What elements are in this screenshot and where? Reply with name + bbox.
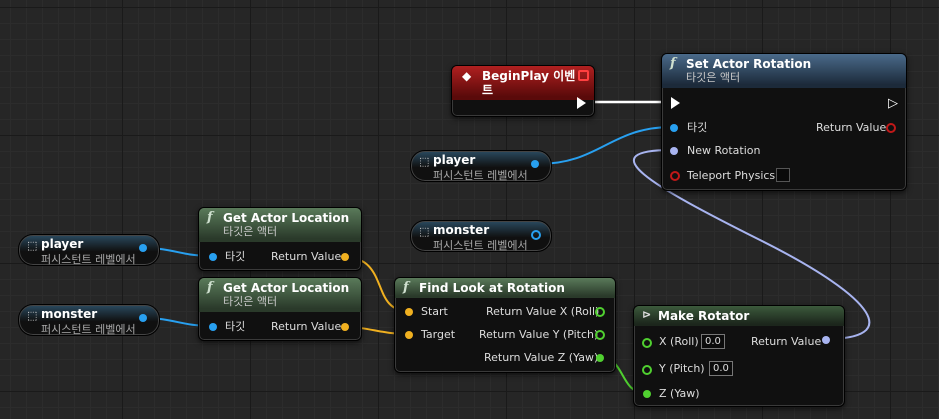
player-var-out-pin[interactable] — [531, 160, 539, 168]
set-rotation-return-label: Return Value — [816, 121, 887, 134]
get-location-2-subtitle: 타깃은 액터 — [223, 295, 278, 308]
make-rotator-z-label: Z (Yaw) — [659, 387, 700, 400]
set-rotation-new-rotation-pin[interactable] — [670, 147, 678, 155]
find-look-header: f Find Look at Rotation — [395, 278, 615, 298]
begin-play-exec-out[interactable] — [577, 97, 586, 109]
find-look-start-label: Start — [421, 305, 448, 318]
get-location-2-return-label: Return Value — [271, 320, 342, 333]
make-rotator-x-label: X (Roll) — [659, 335, 699, 348]
set-rotation-exec-in[interactable] — [671, 97, 680, 109]
find-look-ret-z-label: Return Value Z (Yaw) — [484, 351, 599, 364]
get-actor-location-node-1[interactable]: f Get Actor Location 타깃은 액터 타깃 Return Va… — [198, 207, 362, 271]
get-location-2-header: f Get Actor Location 타깃은 액터 — [199, 278, 361, 312]
get-location-1-return-pin[interactable] — [341, 253, 349, 261]
player-variable-node-2[interactable]: ⬚ player 퍼시스턴트 레벨에서 — [18, 234, 160, 266]
get-location-1-target-pin[interactable] — [209, 253, 217, 261]
make-rotator-title: Make Rotator — [658, 309, 750, 323]
get-actor-location-node-2[interactable]: f Get Actor Location 타깃은 액터 타깃 Return Va… — [198, 277, 362, 341]
make-rotator-ret-pin[interactable] — [822, 336, 830, 344]
begin-play-title: BeginPlay 이벤트 — [482, 69, 576, 97]
get-location-1-return-label: Return Value — [271, 250, 342, 263]
begin-play-header: ◆ BeginPlay 이벤트 — [452, 66, 594, 100]
monster-variable-node[interactable]: ⬚ monster 퍼시스턴트 레벨에서 — [410, 220, 552, 252]
player-var-sub: 퍼시스턴트 레벨에서 — [433, 169, 528, 182]
set-rotation-teleport-label: Teleport Physics — [687, 169, 776, 182]
make-rotator-node[interactable]: ⊳ Make Rotator X (Roll) 0.0 Return Value… — [633, 305, 845, 407]
set-actor-rotation-node[interactable]: f Set Actor Rotation 타깃은 액터 ▷ 타깃 Return … — [661, 53, 907, 191]
set-rotation-target-pin[interactable] — [670, 124, 678, 132]
set-actor-rotation-title: Set Actor Rotation — [686, 57, 812, 71]
player-var2-sub: 퍼시스턴트 레벨에서 — [41, 253, 136, 266]
get-location-1-title: Get Actor Location — [223, 211, 350, 225]
make-rotator-y-pin[interactable] — [642, 365, 652, 375]
make-rotator-y-input[interactable]: 0.0 — [709, 361, 733, 376]
set-actor-rotation-header: f Set Actor Rotation 타깃은 액터 — [662, 54, 906, 88]
make-rotator-ret-label: Return Value — [751, 335, 822, 348]
player-var2-name: player — [41, 237, 84, 251]
set-actor-rotation-subtitle: 타깃은 액터 — [686, 71, 741, 84]
monster-var-out-pin[interactable] — [531, 230, 541, 240]
get-location-2-title: Get Actor Location — [223, 281, 350, 295]
find-look-ret-y-pin[interactable] — [595, 330, 605, 340]
set-rotation-new-rotation-label: New Rotation — [687, 144, 761, 157]
find-look-start-pin[interactable] — [405, 308, 413, 316]
make-rotator-y-label: Y (Pitch) — [659, 362, 705, 375]
teleport-physics-checkbox[interactable] — [776, 168, 790, 182]
monster-var2-out-pin[interactable] — [139, 314, 147, 322]
player-var2-out-pin[interactable] — [139, 244, 147, 252]
function-icon: f — [207, 210, 213, 225]
player-var-name: player — [433, 153, 476, 167]
monster-var-sub: 퍼시스턴트 레벨에서 — [433, 239, 528, 252]
actor-cube-icon: ⬚ — [27, 239, 38, 252]
actor-cube-icon: ⬚ — [419, 225, 430, 238]
monster-var2-sub: 퍼시스턴트 레벨에서 — [41, 323, 136, 336]
get-location-2-return-pin[interactable] — [341, 323, 349, 331]
get-location-1-header: f Get Actor Location 타깃은 액터 — [199, 208, 361, 242]
monster-var2-name: monster — [41, 307, 98, 321]
event-diamond-icon: ◆ — [462, 69, 472, 83]
get-location-2-target-label: 타깃 — [225, 320, 246, 333]
monster-variable-node-2[interactable]: ⬚ monster 퍼시스턴트 레벨에서 — [18, 304, 160, 336]
make-struct-icon: ⊳ — [642, 308, 652, 321]
find-look-title: Find Look at Rotation — [419, 281, 565, 295]
make-rotator-x-pin[interactable] — [642, 338, 652, 348]
get-location-2-target-pin[interactable] — [209, 323, 217, 331]
monster-var-name: monster — [433, 223, 490, 237]
find-look-ret-x-label: Return Value X (Roll) — [486, 305, 600, 318]
function-icon: f — [670, 56, 676, 71]
actor-cube-icon: ⬚ — [419, 155, 430, 168]
breakpoint-icon[interactable] — [578, 70, 589, 81]
set-rotation-teleport-pin[interactable] — [670, 171, 680, 181]
find-look-ret-y-label: Return Value Y (Pitch) — [479, 328, 599, 341]
get-location-1-subtitle: 타깃은 액터 — [223, 225, 278, 238]
get-location-1-target-label: 타깃 — [225, 250, 246, 263]
function-icon: f — [403, 280, 409, 295]
function-icon: f — [207, 280, 213, 295]
set-rotation-return-pin[interactable] — [886, 123, 896, 133]
find-look-at-rotation-node[interactable]: f Find Look at Rotation Start Return Val… — [394, 277, 616, 373]
find-look-ret-x-pin[interactable] — [595, 307, 605, 317]
make-rotator-z-pin[interactable] — [643, 390, 651, 398]
make-rotator-header: ⊳ Make Rotator — [634, 306, 844, 326]
find-look-target-pin[interactable] — [405, 331, 413, 339]
set-rotation-exec-out[interactable]: ▷ — [888, 96, 898, 111]
find-look-ret-z-pin[interactable] — [596, 354, 604, 362]
make-rotator-x-input[interactable]: 0.0 — [701, 334, 725, 349]
find-look-target-label: Target — [421, 328, 456, 341]
player-variable-node[interactable]: ⬚ player 퍼시스턴트 레벨에서 — [410, 150, 552, 182]
begin-play-node[interactable]: ◆ BeginPlay 이벤트 — [451, 65, 595, 117]
actor-cube-icon: ⬚ — [27, 309, 38, 322]
set-rotation-target-label: 타깃 — [687, 121, 708, 134]
